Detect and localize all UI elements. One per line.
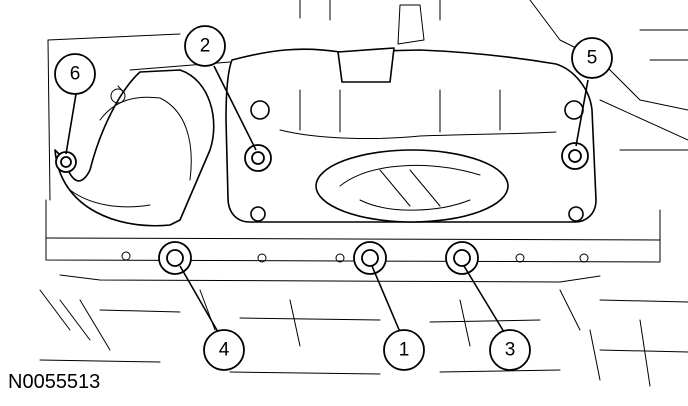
fastener-group bbox=[55, 142, 589, 275]
callout-6-leader bbox=[65, 93, 77, 155]
callout-4-label: 4 bbox=[219, 340, 230, 361]
callout-5-label: 5 bbox=[587, 48, 598, 69]
callout-3-label: 3 bbox=[505, 340, 516, 361]
bolt-4[interactable] bbox=[158, 241, 192, 275]
bolt-3[interactable] bbox=[445, 241, 479, 275]
figure-id: N0055513 bbox=[8, 371, 100, 393]
callout-1[interactable]: 1 bbox=[383, 329, 425, 371]
callout-2-label: 2 bbox=[200, 36, 211, 57]
callout-6-label: 6 bbox=[70, 64, 81, 85]
engine-linework bbox=[39, 0, 688, 387]
callout-4[interactable]: 4 bbox=[203, 329, 245, 371]
callout-6[interactable]: 6 bbox=[54, 53, 96, 95]
callout-2-leader bbox=[213, 65, 257, 151]
callout-5[interactable]: 5 bbox=[571, 37, 613, 79]
bolt-6[interactable] bbox=[55, 151, 77, 173]
callout-2[interactable]: 2 bbox=[184, 25, 226, 67]
bolt-1[interactable] bbox=[353, 241, 387, 275]
callout-3[interactable]: 3 bbox=[489, 329, 531, 371]
callout-1-label: 1 bbox=[399, 340, 410, 361]
bolt-2[interactable] bbox=[244, 144, 272, 172]
callout-group: 1 2 3 4 5 6 bbox=[54, 25, 613, 371]
bolt-5[interactable] bbox=[561, 142, 589, 170]
callout-4-leader bbox=[179, 265, 219, 333]
callout-3-leader bbox=[463, 265, 505, 333]
callout-1-leader bbox=[371, 265, 401, 333]
callout-5-leader bbox=[575, 79, 589, 147]
